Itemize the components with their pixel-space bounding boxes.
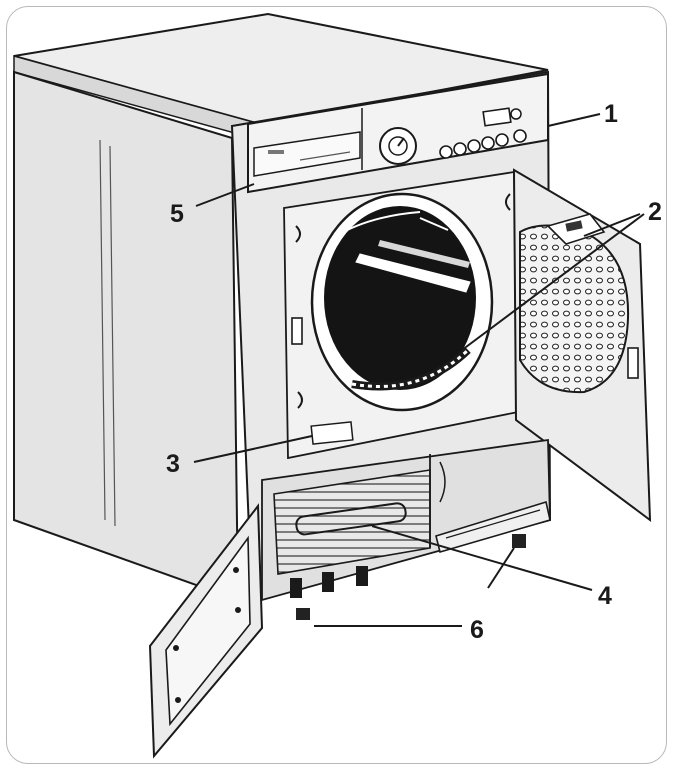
- plinth-tray: [435, 500, 551, 554]
- water-container-drawer: [253, 131, 361, 177]
- display-window: [482, 107, 512, 127]
- adjustable-foot-front-right: [512, 534, 526, 548]
- condenser-cover-door-inner: [165, 535, 251, 727]
- dryer-side-panel: [13, 70, 240, 602]
- drum-interior: [324, 206, 476, 390]
- callout-6: 6: [470, 616, 484, 644]
- callout-1: 1: [604, 100, 618, 128]
- callout-5: 5: [170, 200, 184, 228]
- control-buttons: [439, 129, 527, 159]
- adjustable-foot-front-left: [296, 608, 310, 620]
- callout-4: 4: [598, 582, 612, 610]
- door-latch: [291, 317, 303, 345]
- rating-plate: [310, 421, 354, 445]
- callout-3: 3: [166, 450, 180, 478]
- callout-2: 2: [648, 198, 662, 226]
- fluff-filter-door-seal: [351, 347, 471, 391]
- door-handle: [627, 347, 639, 379]
- callout-leaders: [193, 113, 645, 627]
